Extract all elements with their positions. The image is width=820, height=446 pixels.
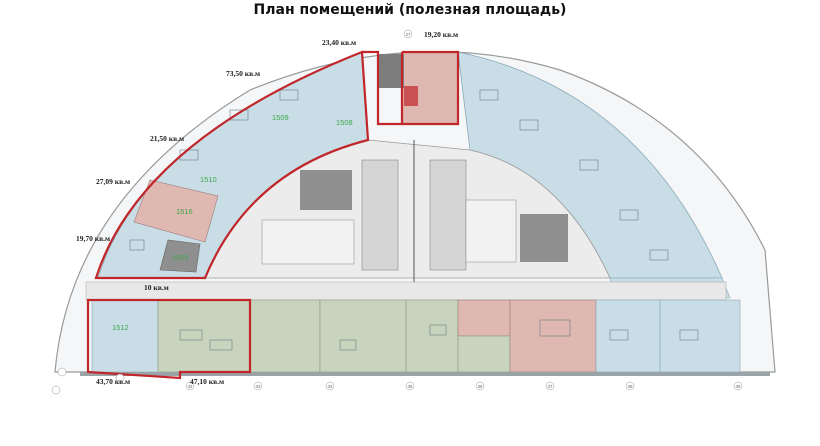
room-pink-small [457,299,511,337]
axis-label: 38 [627,384,633,389]
core-lobby-2 [465,199,517,263]
area-label-21-50: 21,50 кв.м [150,134,184,143]
room-1516-fill [133,179,219,243]
top-dark-room-1 [378,54,404,88]
red-outlines [86,50,460,380]
axis-label: 27 [405,32,411,37]
room-green-5 [457,335,511,373]
area-label-27-09: 27,09 кв.м [96,177,130,186]
room-label-1512: 1512 [112,323,129,332]
core-shaft-left [361,159,399,271]
room-green-2 [249,299,321,373]
page-title: План помещений (полезная площадь) [253,2,567,18]
room-green-1 [157,299,251,373]
axis-markers [51,29,743,395]
room-1515-fill [159,239,201,273]
axis-label: 39 [735,384,741,389]
area-label-47-10: 47,10 кв.м [190,377,224,386]
core-lobby [261,219,355,265]
axis-label: 36 [477,384,483,389]
room-label-1515: 1515 [172,253,189,262]
area-label-10: 10 кв.м [144,283,169,292]
top-dark-room-2 [404,86,418,106]
room-green-4 [405,299,459,373]
room-label-1508: 1508 [336,118,353,127]
area-label-43-70: 43,70 кв.м [96,377,130,386]
bottom-facade [80,372,770,376]
core-stairs-right [520,214,568,262]
room-1512-fill [91,299,159,373]
area-label-19-20: 19,20 кв.м [424,30,458,39]
area-label-73-50: 73,50 кв.м [226,69,260,78]
core-stairs-left [300,170,352,210]
axis-label: 32 [187,384,193,389]
room-blue-br2 [659,299,741,373]
axis-label: 35 [407,384,413,389]
area-label-23-40: 23,40 кв.м [322,38,356,47]
area-label-19-70: 19,70 кв.м [76,234,110,243]
axis-label: 34 [327,384,333,389]
core-shaft-right [429,159,467,271]
axis-label: 33 [255,384,261,389]
axis-label: 37 [547,384,553,389]
corridor [85,281,727,301]
room-green-3 [319,299,407,373]
axis-labels: 27 32 33 34 35 36 37 38 39 [187,32,741,389]
room-label-1510: 1510 [200,175,217,184]
furniture [129,89,699,351]
room-label-1516: 1516 [176,207,193,216]
room-label-1509: 1509 [272,113,289,122]
